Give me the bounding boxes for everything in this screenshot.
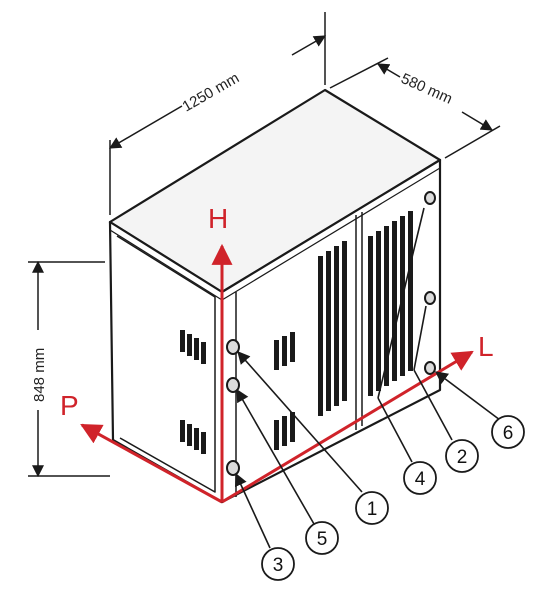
fitting-4 — [424, 191, 436, 205]
dimension-lines — [28, 12, 501, 478]
callout-label-2: 2 — [457, 447, 468, 468]
left-vents — [180, 330, 206, 454]
callout-numbers: 1 2 3 4 5 6 — [273, 423, 514, 576]
callout-label-5: 5 — [317, 529, 328, 550]
callout-circle-2 — [445, 439, 479, 473]
height-dimension: 848 mm — [31, 348, 48, 402]
axis-l-label: L — [478, 331, 494, 362]
axis-p-line — [80, 423, 223, 504]
axes — [80, 243, 474, 504]
callout-label-3: 3 — [273, 555, 284, 576]
axis-p-label: P — [60, 390, 79, 421]
depth-dimension: 580 mm — [398, 70, 454, 108]
callout-label-1: 1 — [367, 499, 378, 520]
axis-l-line — [221, 350, 474, 504]
width-dimension: 1250 mm — [180, 69, 243, 115]
callout-leaders — [234, 207, 501, 549]
callout-circle-5 — [305, 521, 339, 555]
callout-circle-6 — [491, 415, 525, 449]
callout-circle-4 — [403, 461, 437, 495]
callout-label-6: 6 — [503, 423, 514, 444]
fitting-6 — [424, 361, 436, 375]
callout-label-4: 4 — [415, 469, 426, 490]
callout-circle-3 — [261, 547, 295, 581]
fitting-5 — [226, 377, 240, 393]
fitting-2 — [424, 291, 436, 305]
axis-h-label: H — [208, 203, 228, 234]
callout-circle-1 — [355, 491, 389, 525]
fittings — [226, 191, 436, 476]
fitting-1 — [226, 339, 240, 355]
fitting-3 — [226, 460, 240, 476]
callout-circles — [261, 415, 525, 581]
